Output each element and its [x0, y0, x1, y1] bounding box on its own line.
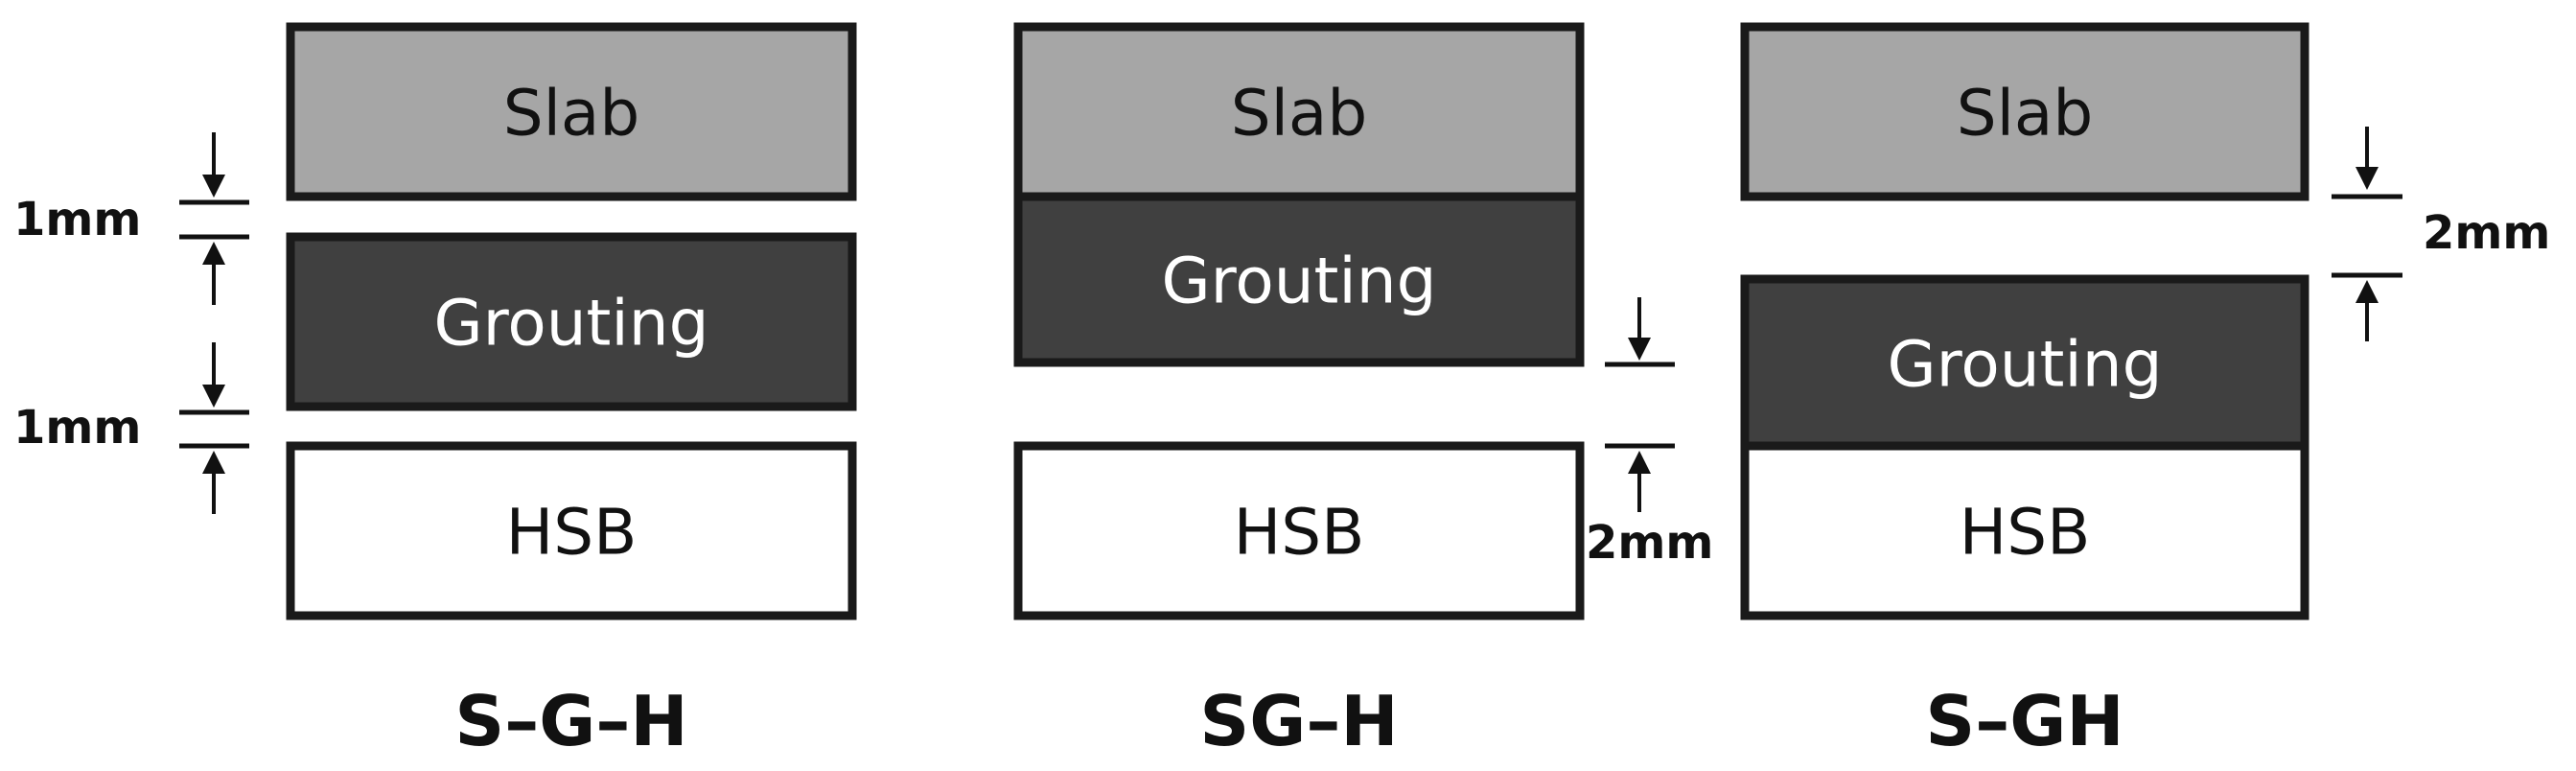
arrow-down-icon — [2356, 127, 2379, 190]
hsb-label: HSB — [1234, 496, 1365, 570]
hsb-rect — [1740, 441, 2309, 620]
gap-dimension: 2mm — [2332, 127, 2550, 341]
grouting-label: Grouting — [434, 287, 709, 361]
slab-label: Slab — [1231, 77, 1368, 151]
case-s-g-h: Slab Grouting HSB 1mm — [13, 22, 857, 761]
arrow-down-icon — [202, 342, 225, 408]
slab-rect — [1740, 22, 2309, 201]
gap-dimension-upper: 1mm — [13, 132, 249, 305]
hsb-block: HSB — [1013, 441, 1585, 620]
slab-label: Slab — [1957, 77, 2094, 151]
gap-label-lower: 1mm — [13, 401, 141, 455]
gap-label-upper: 1mm — [13, 193, 141, 246]
slab-block: Slab — [1013, 22, 1585, 201]
slab-block: Slab — [1740, 22, 2309, 201]
hsb-block: HSB — [1740, 441, 2309, 620]
arrow-down-icon — [1628, 297, 1651, 361]
gap-dimension-lower: 1mm — [13, 342, 249, 514]
case-title: SG–H — [1199, 681, 1398, 761]
grouting-rect — [1013, 192, 1585, 367]
grouting-rect — [286, 232, 857, 411]
hsb-label: HSB — [1960, 496, 2091, 570]
grouting-label: Grouting — [1162, 245, 1437, 318]
case-sg-h: Slab Grouting HSB 2mm SG–H — [1013, 22, 1713, 761]
hsb-rect — [286, 441, 857, 620]
case-title: S–G–H — [454, 681, 687, 761]
slab-label: Slab — [503, 77, 640, 151]
arrow-down-icon — [202, 132, 225, 198]
hsb-rect — [1013, 441, 1585, 620]
arrow-up-icon — [2356, 280, 2379, 341]
slab-rect — [286, 22, 857, 201]
arrow-up-icon — [202, 242, 225, 305]
arrow-up-icon — [1628, 451, 1651, 512]
grouting-block: Grouting — [286, 232, 857, 411]
grouting-block: Grouting — [1013, 192, 1585, 367]
case-title: S–GH — [1925, 681, 2123, 761]
slab-rect — [1013, 22, 1585, 201]
hsb-label: HSB — [506, 496, 638, 570]
case-s-gh: Slab Grouting HSB 2mm S–GH — [1740, 22, 2550, 761]
slab-block: Slab — [286, 22, 857, 201]
grouting-block: Grouting — [1740, 274, 2309, 451]
hsb-block: HSB — [286, 441, 857, 620]
gap-label: 2mm — [1586, 516, 1713, 570]
gap-dimension: 2mm — [1586, 297, 1713, 570]
gap-label: 2mm — [2423, 206, 2550, 260]
grouting-label: Grouting — [1888, 328, 2163, 402]
arrow-up-icon — [202, 451, 225, 514]
